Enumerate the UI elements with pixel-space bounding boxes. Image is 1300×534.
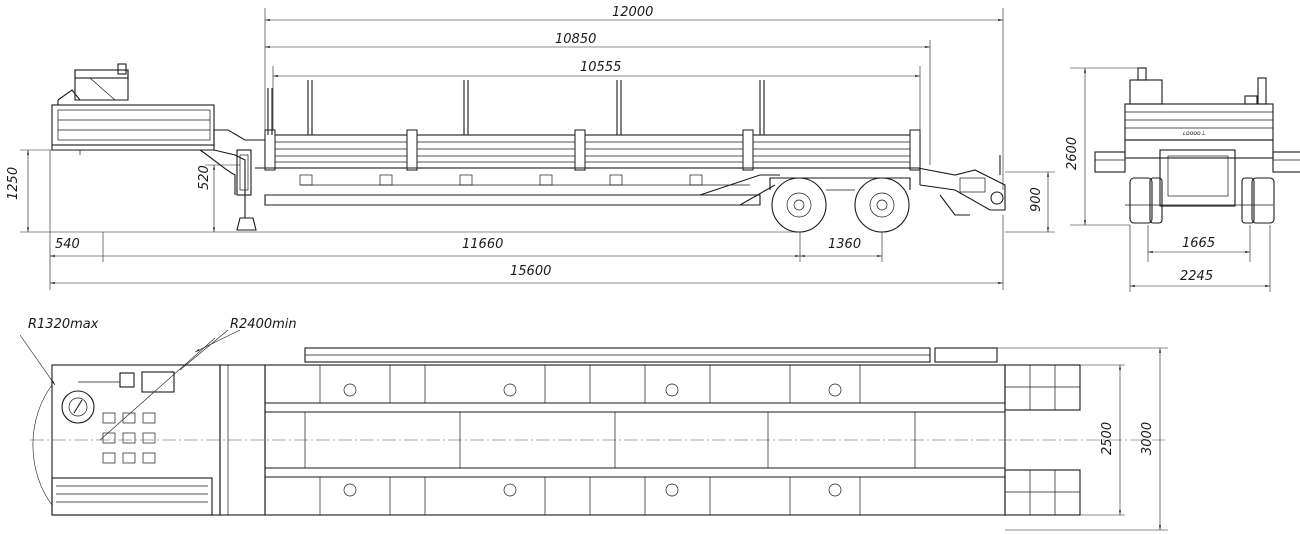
dim-15600: 15600: [510, 264, 551, 279]
dim-1665: 1665: [1182, 236, 1215, 251]
radius-turn-label: R2400min: [230, 317, 297, 332]
dim-2600: 2600: [1065, 137, 1080, 170]
rear-axles: [769, 177, 911, 233]
gooseneck: [51, 63, 265, 231]
crossmembers: [304, 365, 916, 515]
dim-2245: 2245: [1180, 269, 1213, 284]
side-view: 12000 10850 10555: [6, 5, 1055, 290]
top-view: R1320max R2400min: [19, 317, 1168, 531]
dim-11660: 11660: [462, 237, 503, 252]
kingpin-plates: [102, 412, 156, 464]
dim-10850: 10850: [555, 32, 596, 47]
dim-1250: 1250: [6, 167, 21, 200]
dim-1360: 1360: [828, 237, 861, 252]
rear-hatch-marking: ʟoooo⊥: [1183, 130, 1206, 137]
dim-2500: 2500: [1100, 422, 1115, 455]
dimension-lines-bottom: [20, 149, 1055, 290]
rear-ramps: [917, 155, 1006, 216]
dim-12000: 12000: [612, 5, 653, 20]
deck-side: [255, 80, 921, 206]
dim-540: 540: [55, 237, 80, 252]
dimension-lines-top: [264, 8, 1004, 190]
dim-10555: 10555: [580, 60, 621, 75]
rear-view: ʟoooo⊥ 2600 1665 2245: [1065, 67, 1300, 292]
dim-520: 520: [197, 165, 212, 190]
dim-3000: 3000: [1140, 422, 1155, 455]
radius-front-label: R1320max: [28, 317, 99, 332]
tie-down-points: [343, 383, 842, 497]
dim-900: 900: [1029, 187, 1044, 212]
